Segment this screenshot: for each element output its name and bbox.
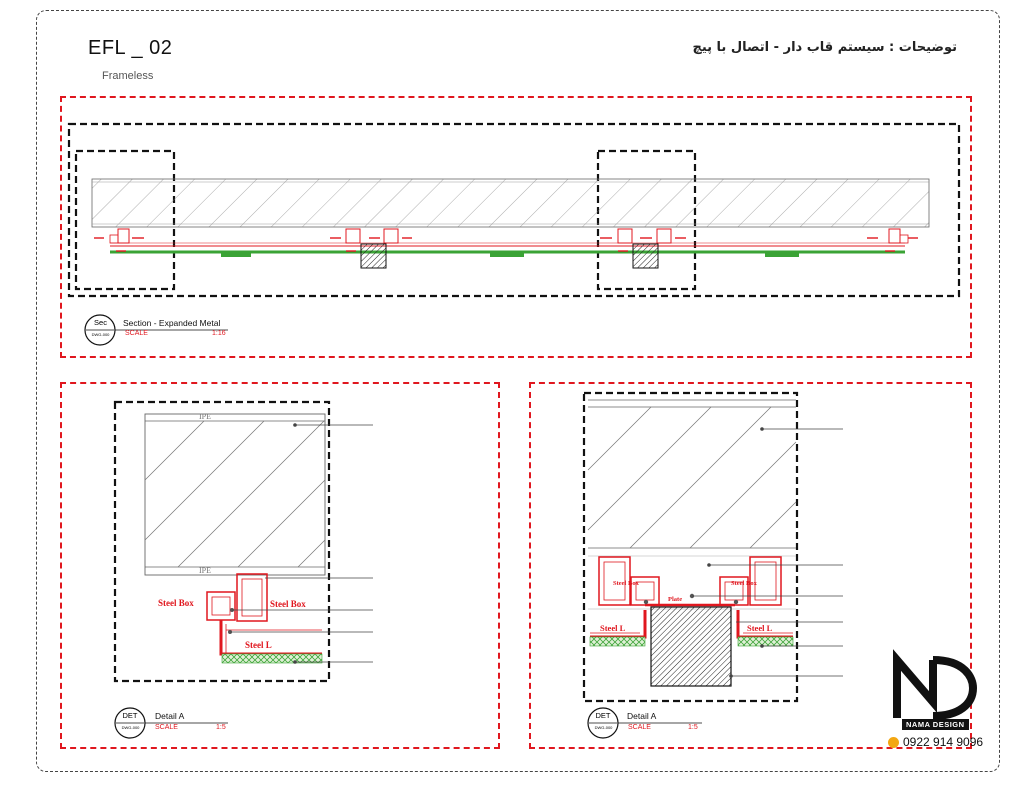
beam-hatch xyxy=(587,406,797,549)
brand-phone-number: 0922 914 9096 xyxy=(903,735,984,749)
section-tag-code: Sec xyxy=(94,318,107,327)
expanded-mesh-left xyxy=(589,636,646,647)
sheet-note: توضیحات : سیستم قاب دار - اتصال با پیچ xyxy=(692,40,957,55)
section-tag-ref: DWG-000 xyxy=(91,332,110,337)
sheet-border xyxy=(36,10,1000,772)
steel-post xyxy=(360,243,387,269)
connection-box xyxy=(345,228,399,244)
steel-angle-label-left: Steel L xyxy=(600,623,626,633)
nd-monogram-icon xyxy=(893,649,978,720)
steel-box-right xyxy=(749,556,782,606)
phone-icon xyxy=(888,736,899,748)
expanded-mesh xyxy=(221,653,323,664)
ipe-label-top: IPE xyxy=(199,412,211,421)
detail-left-outline xyxy=(113,400,331,683)
section-tag xyxy=(84,314,228,346)
detail-left-panel xyxy=(60,382,500,749)
connection-box xyxy=(617,228,672,244)
ipe-beam xyxy=(144,413,326,576)
detail-right-outline xyxy=(582,391,799,703)
steel-box-label-left: Steel Box xyxy=(158,598,194,608)
steel-box-label-right: Steel Box xyxy=(270,599,306,609)
detail-right-scale-label: SCALE xyxy=(628,724,651,731)
steel-box-large xyxy=(236,573,268,622)
connection-box xyxy=(888,228,909,244)
detail-left-tag-code: DET xyxy=(122,711,138,720)
detail-right-tag-code: DET xyxy=(595,711,611,720)
detail-left-scale-label: SCALE xyxy=(155,724,178,731)
section-panel xyxy=(60,96,972,358)
detail-left-caption: Detail A xyxy=(155,711,185,721)
expanded-mesh-right xyxy=(737,636,794,647)
sheet-title: EFL _ 02 xyxy=(88,37,173,59)
brand-name: NAMA DESIGN xyxy=(902,719,969,730)
steel-angle-label: Steel L xyxy=(245,640,272,650)
detail-left-scale-value: 1:5 xyxy=(216,724,226,731)
section-caption: Section - Expanded Metal xyxy=(123,318,221,328)
detail-right-tag xyxy=(587,707,702,739)
steel-box-left xyxy=(598,556,631,606)
detail-left-tag-ref: DWG-000 xyxy=(121,725,140,730)
leader-lines xyxy=(692,428,843,677)
section-scale-label: SCALE xyxy=(125,330,148,337)
leader-lines xyxy=(230,424,373,663)
detail-right-panel xyxy=(529,382,972,749)
plate-label: Plate xyxy=(668,596,683,603)
connection-box xyxy=(109,228,130,244)
detail-right-tag-ref: DWG-000 xyxy=(594,725,613,730)
beam-slab xyxy=(91,178,930,228)
section-scale-value: 1:16 xyxy=(212,330,226,337)
detail-right-scale-value: 1:5 xyxy=(688,724,698,731)
detail-right-caption: Detail A xyxy=(627,711,657,721)
steel-post xyxy=(632,243,659,269)
ipe-label-bottom: IPE xyxy=(199,566,211,575)
sheet-subtitle: Frameless xyxy=(102,70,154,82)
steel-angle-label-right: Steel L xyxy=(747,623,773,633)
brand-phone: 0922 914 9096 xyxy=(888,735,983,749)
detail-left-tag xyxy=(114,707,228,739)
section-outline xyxy=(67,122,961,298)
steel-post xyxy=(650,606,732,687)
steel-box-label-left: Steel Box xyxy=(613,580,639,587)
steel-box-label-right: Steel Box xyxy=(731,580,757,587)
